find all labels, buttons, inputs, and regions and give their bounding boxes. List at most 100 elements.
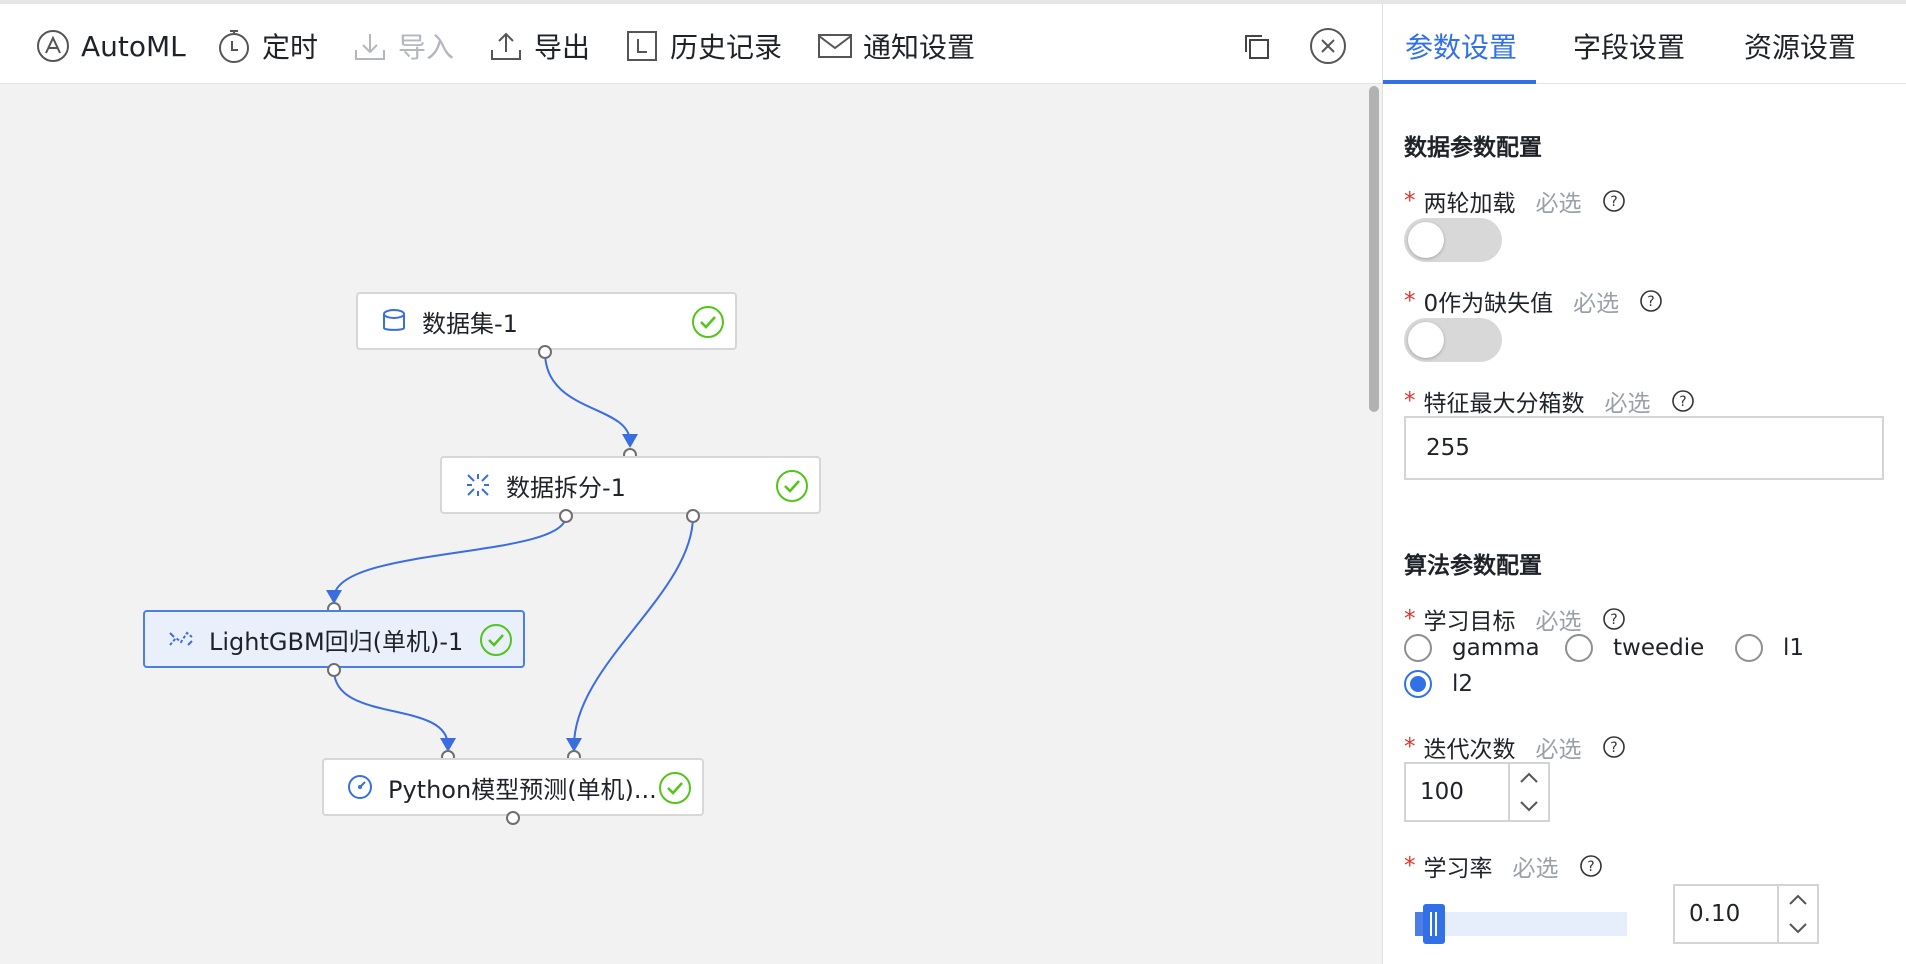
automl-icon bbox=[37, 30, 69, 62]
edge-arrow bbox=[566, 738, 582, 752]
panel-divider bbox=[1382, 4, 1383, 964]
edge-arrow bbox=[440, 738, 456, 752]
objective-radio-l1[interactable]: l1 bbox=[1735, 634, 1804, 662]
help-icon[interactable]: ? bbox=[1602, 607, 1626, 631]
tab-fields[interactable]: 字段设置 bbox=[1573, 31, 1686, 64]
settings-panel: 参数设置 字段设置 资源设置 数据参数配置 *两轮加载必选 ? *0作为缺失值必… bbox=[1383, 4, 1906, 964]
node-lightgbm-regression[interactable]: LightGBM回归(单机)-1 bbox=[143, 610, 525, 668]
stepper-arrows bbox=[1777, 886, 1817, 942]
mail-icon bbox=[818, 34, 852, 58]
node-label: 数据集-1 bbox=[422, 309, 518, 338]
node-output-port[interactable] bbox=[327, 663, 341, 677]
help-icon[interactable]: ? bbox=[1602, 735, 1626, 759]
canvas-scrollbar-thumb[interactable] bbox=[1369, 86, 1379, 412]
learning-rate-slider-track[interactable] bbox=[1415, 912, 1627, 936]
chevron-up-icon bbox=[1520, 772, 1538, 783]
schedule-button[interactable]: 定时 bbox=[214, 26, 318, 66]
edge-split-to-predict[interactable] bbox=[573, 515, 694, 747]
toolbar: AutoML 定时 导入 导出 历史记录 通知设置 bbox=[0, 4, 1382, 84]
edge-split-to-lightgbm[interactable] bbox=[333, 515, 567, 599]
database-icon bbox=[383, 309, 405, 331]
svg-text:?: ? bbox=[1587, 859, 1594, 875]
learning-rate-slider-handle[interactable] bbox=[1423, 904, 1445, 944]
history-icon bbox=[627, 31, 657, 61]
increment-button[interactable] bbox=[1510, 764, 1548, 792]
svg-text:?: ? bbox=[1610, 740, 1617, 756]
regression-icon bbox=[169, 631, 193, 646]
edge-dataset-to-split[interactable] bbox=[544, 351, 631, 443]
field-label-max-bin: *特征最大分箱数必选 ? bbox=[1404, 384, 1695, 418]
success-check-icon bbox=[480, 624, 512, 656]
learning-rate-input[interactable] bbox=[1675, 886, 1781, 942]
objective-radio-l2[interactable]: l2 bbox=[1404, 670, 1473, 698]
workflow-canvas[interactable]: 数据集-1 数据拆分-1 LightGBM回归(单机)-1 Python模型预测… bbox=[0, 84, 1365, 964]
iterations-stepper[interactable] bbox=[1404, 762, 1550, 822]
tab-params[interactable]: 参数设置 bbox=[1405, 31, 1518, 64]
edge-arrow bbox=[326, 590, 342, 604]
top-border bbox=[0, 0, 1906, 4]
zero-as-missing-switch[interactable] bbox=[1404, 318, 1502, 362]
close-icon bbox=[1310, 28, 1346, 64]
automl-button[interactable]: AutoML bbox=[33, 26, 186, 66]
max-bin-input[interactable] bbox=[1404, 416, 1884, 480]
help-icon[interactable]: ? bbox=[1579, 854, 1603, 878]
chevron-down-icon bbox=[1520, 801, 1538, 812]
export-button[interactable]: 导出 bbox=[486, 26, 590, 66]
tab-resources[interactable]: 资源设置 bbox=[1744, 31, 1857, 64]
increment-button[interactable] bbox=[1779, 886, 1817, 914]
node-label: Python模型预测(单机)... bbox=[388, 775, 657, 804]
chevron-down-icon bbox=[1789, 923, 1807, 934]
node-output-port[interactable] bbox=[538, 345, 552, 359]
svg-text:?: ? bbox=[1610, 194, 1617, 210]
import-button[interactable]: 导入 bbox=[350, 26, 454, 66]
timer-icon bbox=[219, 30, 249, 63]
svg-text:?: ? bbox=[1610, 612, 1617, 628]
help-icon[interactable]: ? bbox=[1602, 189, 1626, 213]
predict-icon bbox=[348, 775, 372, 799]
switch-knob bbox=[1408, 222, 1444, 258]
node-label: 数据拆分-1 bbox=[506, 473, 626, 502]
field-label-zero-as-missing: *0作为缺失值必选 ? bbox=[1404, 284, 1663, 318]
node-label: LightGBM回归(单机)-1 bbox=[209, 627, 464, 656]
two-round-load-switch[interactable] bbox=[1404, 218, 1502, 262]
node-output-port[interactable] bbox=[686, 509, 700, 523]
decrement-button[interactable] bbox=[1779, 914, 1817, 942]
field-label-learning-rate: *学习率必选 ? bbox=[1404, 849, 1603, 883]
objective-radio-tweedie[interactable]: tweedie bbox=[1565, 634, 1704, 662]
split-icon bbox=[467, 474, 489, 496]
edges-layer bbox=[326, 351, 694, 752]
node-output-port[interactable] bbox=[506, 811, 520, 825]
chevron-up-icon bbox=[1789, 894, 1807, 905]
node-output-port[interactable] bbox=[559, 509, 573, 523]
panel-tabs: 参数设置 字段设置 资源设置 bbox=[1383, 4, 1906, 84]
history-button[interactable]: 历史记录 bbox=[622, 26, 782, 66]
svg-text:?: ? bbox=[1647, 294, 1654, 310]
node-data-split[interactable]: 数据拆分-1 bbox=[440, 456, 821, 514]
import-icon bbox=[355, 34, 385, 60]
objective-radio-gamma[interactable]: gamma bbox=[1404, 634, 1540, 662]
notify-settings-button[interactable]: 通知设置 bbox=[815, 26, 975, 66]
stepper-arrows bbox=[1508, 764, 1548, 820]
svg-text:?: ? bbox=[1679, 394, 1686, 410]
radio-circle bbox=[1404, 634, 1432, 662]
field-label-two-round-load: *两轮加载必选 ? bbox=[1404, 184, 1626, 218]
iterations-input[interactable] bbox=[1406, 764, 1512, 820]
data-section-title: 数据参数配置 bbox=[1404, 135, 1542, 161]
node-dataset[interactable]: 数据集-1 bbox=[356, 292, 737, 350]
help-icon[interactable]: ? bbox=[1671, 389, 1695, 413]
radio-circle bbox=[1565, 634, 1593, 662]
help-icon[interactable]: ? bbox=[1639, 289, 1663, 313]
node-python-predict[interactable]: Python模型预测(单机)... bbox=[322, 758, 704, 816]
edge-arrow bbox=[622, 434, 638, 448]
radio-circle bbox=[1735, 634, 1763, 662]
field-label-iterations: *迭代次数必选 ? bbox=[1404, 730, 1626, 764]
learning-rate-stepper[interactable] bbox=[1673, 884, 1819, 944]
decrement-button[interactable] bbox=[1510, 792, 1548, 820]
switch-knob bbox=[1408, 322, 1444, 358]
field-label-objective: *学习目标必选 ? bbox=[1404, 602, 1626, 636]
copy-icon bbox=[1245, 35, 1269, 59]
close-button[interactable] bbox=[1308, 26, 1348, 66]
active-tab-indicator bbox=[1383, 80, 1536, 84]
edge-lightgbm-to-predict[interactable] bbox=[333, 669, 449, 747]
copy-button[interactable] bbox=[1236, 26, 1276, 66]
